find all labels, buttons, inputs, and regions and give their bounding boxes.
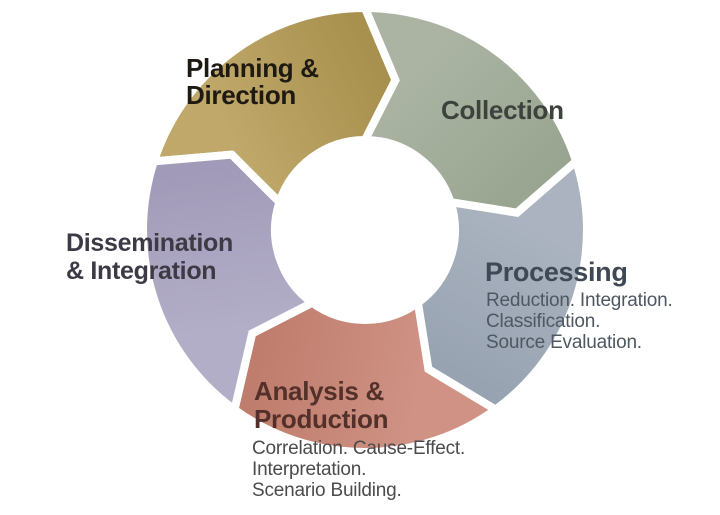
label-processing: Processing — [485, 257, 628, 287]
label-planning-direction: Planning & Direction — [186, 53, 319, 110]
segment-analysis-production — [230, 295, 503, 456]
sublabel-processing: Reduction. Integration. Classification. … — [486, 290, 673, 353]
label-analysis-production: Analysis & Production — [254, 376, 389, 434]
sublabel-analysis-production: Correlation. Cause-Effect. Interpretatio… — [252, 438, 466, 501]
segment-collection — [358, 3, 581, 217]
segment-dissemination-integration — [139, 150, 320, 417]
label-dissemination-integration: Dissemination & Integration — [66, 229, 233, 285]
label-collection: Collection — [441, 95, 564, 125]
segment-processing — [413, 154, 591, 415]
